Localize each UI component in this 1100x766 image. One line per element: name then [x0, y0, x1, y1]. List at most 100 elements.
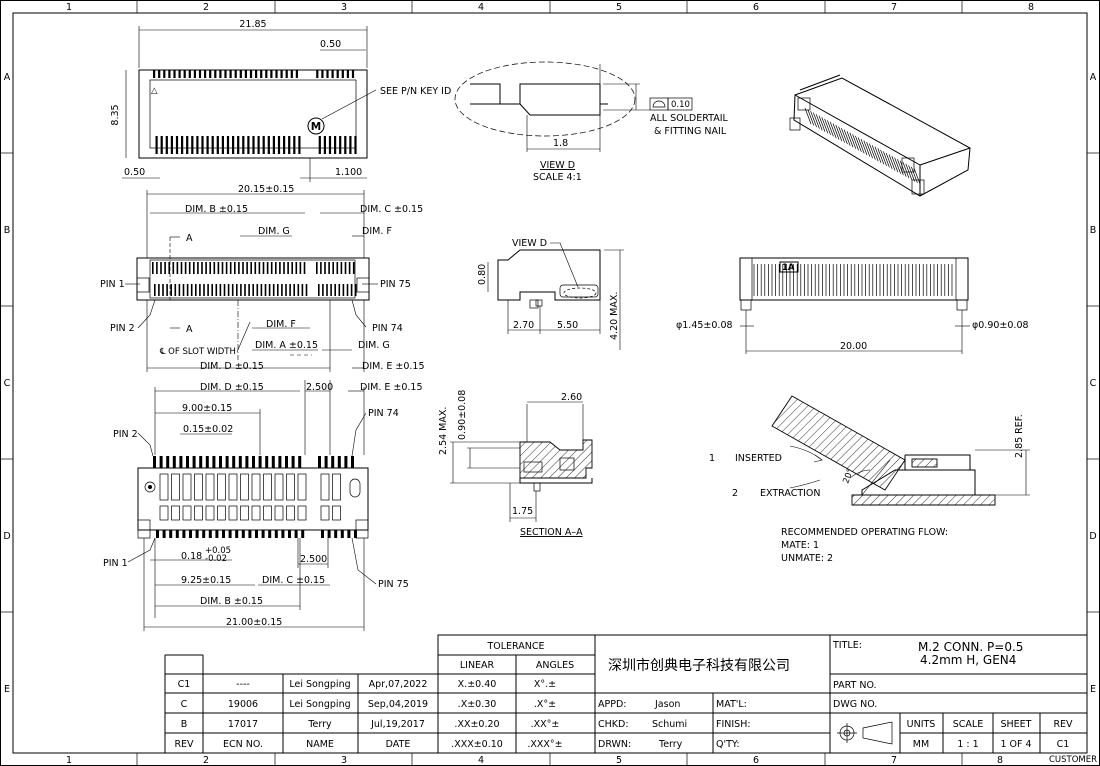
customer-label: CUSTOMER — [1049, 755, 1097, 765]
pin-mark — [326, 284, 328, 296]
row-label: B — [4, 225, 11, 236]
date-cell: Apr,07,2022 — [369, 679, 428, 690]
pin-mark — [268, 284, 271, 296]
dim-height: 8.35 — [110, 104, 121, 125]
pin-mark — [328, 136, 332, 154]
top-view: △ M SEE P/N KEY ID 21.85 0.50 8.35 0.50 … — [110, 19, 451, 182]
col-label: 7 — [891, 2, 897, 13]
pin-mark — [227, 284, 230, 296]
iso-contact-pins — [804, 107, 921, 185]
row-label: B — [1090, 225, 1097, 236]
pin-mark — [254, 262, 257, 274]
pin-mark — [350, 284, 353, 296]
pin-mark — [166, 456, 170, 468]
plan-dim-f: DIM. F — [362, 226, 392, 237]
pin-mark — [214, 70, 217, 78]
pin-line — [829, 121, 837, 139]
pin-mark — [201, 262, 203, 274]
sheet-value: 1 OF 4 — [1000, 739, 1031, 750]
rev-cell: C — [181, 699, 188, 710]
plan-dim-e: DIM. E ±0.15 — [362, 361, 425, 372]
col-label: 7 — [891, 755, 897, 766]
pin-mark — [344, 262, 347, 274]
pin-mark — [224, 70, 227, 78]
part-no-label: PART NO. — [833, 680, 877, 691]
pin-mark — [155, 136, 158, 154]
pin-mark — [328, 262, 330, 274]
pin-mark — [330, 284, 332, 296]
pin-mark — [346, 284, 349, 296]
fp-pads-bottom — [156, 530, 357, 538]
plan-dim-g: DIM. G — [258, 226, 290, 237]
plan-pin2-label: PIN 2 — [110, 323, 135, 334]
view-d-dim-18: 1.8 — [553, 138, 568, 149]
front-width: 20.00 — [840, 341, 867, 352]
plan-dim-d: DIM. D ±0.15 — [200, 361, 264, 372]
pin-mark — [322, 284, 324, 296]
pin-mark — [165, 136, 168, 154]
drwn-label: DRWN: — [598, 739, 631, 750]
pin-mark — [334, 530, 338, 538]
pin-mark — [354, 284, 357, 296]
fp-dim-c: DIM. C ±0.15 — [262, 575, 325, 586]
pin-line — [888, 154, 896, 171]
tolerance-angles-header: ANGLES — [536, 660, 574, 671]
pin-mark — [184, 262, 187, 274]
pin-mark — [236, 284, 238, 296]
step1-number: 1 — [709, 453, 715, 464]
isometric-view — [789, 74, 971, 197]
insertion-view: 1 INSERTED 2 EXTRACTION 20° 2.85 REF. RE… — [709, 395, 1030, 564]
tolerance-linear: X.±0.40 — [458, 679, 497, 690]
pin-mark — [188, 70, 191, 78]
front-contact-pins — [753, 264, 953, 296]
pin-line — [855, 135, 862, 153]
pin-line — [899, 160, 907, 177]
pin-line — [860, 138, 868, 156]
pin-mark — [156, 530, 159, 538]
pin-mark — [323, 136, 326, 154]
fp-dim-015: 0.15±0.02 — [183, 424, 233, 435]
pin-line — [810, 110, 817, 128]
pin-mark — [215, 530, 219, 538]
rev-cell: B — [181, 719, 188, 730]
appd-label: APPD: — [598, 699, 626, 710]
pin-mark — [182, 284, 185, 296]
pin-mark — [217, 473, 226, 501]
row-label: E — [4, 684, 10, 695]
pin-mark — [234, 70, 237, 78]
pin-mark — [179, 456, 183, 468]
plan-pin74-label: PIN 74 — [372, 323, 403, 334]
row-labels-right: A B C D E — [1089, 72, 1096, 695]
pin-mark — [172, 456, 176, 468]
pin-mark — [211, 284, 213, 296]
date-header: DATE — [386, 739, 411, 750]
pin-mark — [277, 136, 281, 154]
fp-slot-openings-bottom — [159, 505, 341, 521]
pin-mark — [260, 284, 263, 296]
side-dim-080: 0.80 — [477, 264, 488, 285]
dim-left: 0.50 — [124, 167, 145, 178]
pcb-board — [851, 494, 996, 506]
units-value: MM — [913, 739, 929, 750]
pin-line — [877, 148, 885, 165]
pin-mark — [340, 530, 344, 538]
pin-mark — [264, 284, 267, 296]
pin-mark — [174, 284, 177, 296]
pin-line — [911, 166, 918, 184]
pin-mark — [168, 70, 171, 78]
pin-line — [827, 120, 834, 137]
pin-mark — [249, 70, 253, 78]
plan-pins-lower — [154, 284, 357, 296]
pin-mark — [205, 473, 215, 501]
col-label: 2 — [203, 2, 209, 13]
side-view: VIEW D 0.80 2.70 5.50 4.20 MAX. — [477, 238, 624, 350]
pin-mark — [291, 456, 295, 468]
plan-dim-g-lower: DIM. G — [358, 340, 390, 351]
pin-mark — [290, 70, 293, 78]
pin-mark — [189, 530, 192, 538]
row-label: A — [4, 72, 11, 83]
pin-mark — [213, 262, 216, 274]
pin-mark — [274, 505, 284, 521]
pin-mark — [222, 530, 225, 538]
